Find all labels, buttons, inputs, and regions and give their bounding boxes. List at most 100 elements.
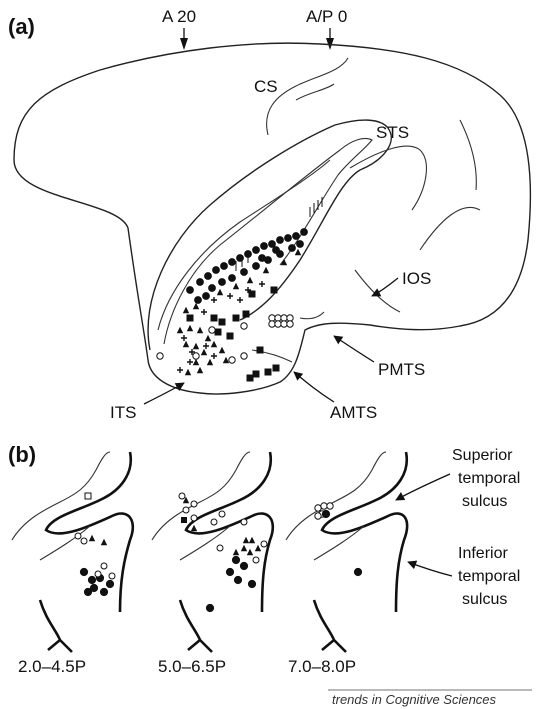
open-circle-marker	[269, 315, 275, 321]
square-marker	[219, 319, 225, 325]
triangle-marker	[219, 347, 225, 353]
label-sts: STS	[376, 123, 409, 142]
triangle-marker	[243, 537, 249, 543]
filled-circle-marker	[240, 562, 247, 569]
triangle-marker	[185, 369, 191, 375]
ios-curve	[355, 270, 400, 312]
triangle-marker	[191, 525, 197, 531]
filled-circle-marker	[197, 279, 204, 286]
filled-circle-marker	[285, 235, 292, 242]
section-1-range: 2.0–4.5P	[18, 657, 86, 676]
callout-superior-line2: temporal	[458, 470, 520, 487]
label-its: ITS	[110, 403, 136, 422]
callout-superior-line1: Superior	[452, 447, 513, 464]
open-circle-marker	[315, 505, 321, 511]
filled-circle-marker	[219, 279, 226, 286]
open-circle-marker	[75, 533, 81, 539]
section-2	[152, 452, 273, 652]
square-marker	[273, 365, 279, 371]
central-sulcus	[267, 58, 348, 135]
triangle-marker	[233, 283, 239, 289]
filled-circle-marker	[229, 275, 236, 282]
coord-label-ap0: A/P 0	[306, 7, 347, 26]
open-circle-marker	[261, 541, 267, 547]
section-2-upper-contour	[152, 452, 250, 540]
filled-circle-marker	[187, 287, 194, 294]
filled-circle-marker	[195, 297, 202, 304]
sts-inner	[164, 138, 372, 344]
square-marker	[247, 375, 253, 381]
open-circle-marker	[315, 513, 321, 519]
open-circle-marker	[321, 503, 327, 509]
filled-circle-marker	[226, 568, 233, 575]
square-marker	[257, 347, 263, 353]
cross-marker	[201, 309, 207, 315]
label-amts: AMTS	[330, 403, 377, 422]
triangle-marker	[263, 267, 269, 273]
open-circle-marker	[191, 501, 197, 507]
filled-circle-marker	[293, 233, 300, 240]
square-marker	[182, 518, 187, 523]
open-circle-marker	[241, 323, 247, 329]
open-circle-marker	[183, 507, 189, 513]
parietal-curve	[350, 146, 426, 210]
filled-circle-marker	[106, 580, 113, 587]
filled-circle-marker	[322, 510, 329, 517]
filled-circle-marker	[273, 247, 280, 254]
filled-circle-marker	[253, 247, 260, 254]
triangle-marker	[255, 545, 261, 551]
arrow-pmts	[334, 336, 374, 362]
cross-marker	[181, 335, 187, 341]
arrow-ios	[372, 278, 398, 296]
filled-circle-marker	[277, 237, 284, 244]
section-3-range: 7.0–8.0P	[288, 657, 356, 676]
filled-circle-marker	[297, 241, 304, 248]
square-marker	[187, 315, 193, 321]
open-circle-marker	[287, 321, 293, 327]
section-3-sts-bank	[322, 452, 407, 612]
triangle-marker	[193, 359, 199, 365]
cross-marker	[177, 367, 183, 373]
cross-marker	[211, 353, 217, 359]
panel-b-label: (b)	[8, 442, 36, 467]
open-circle-marker	[191, 515, 197, 521]
open-circle-marker	[275, 321, 281, 327]
label-cs: CS	[254, 77, 278, 96]
sts-inner-2	[158, 160, 330, 330]
open-circle-marker	[269, 321, 275, 327]
filled-circle-marker	[232, 556, 239, 563]
filled-circle-marker	[100, 588, 107, 595]
open-circle-marker	[101, 563, 107, 569]
triangle-marker	[101, 539, 107, 545]
open-square-marker	[85, 493, 91, 499]
triangle-marker	[223, 357, 229, 363]
section-2-sts-bank	[186, 452, 273, 612]
triangle-marker	[233, 549, 239, 555]
open-circle-marker	[217, 545, 223, 551]
open-circle-marker	[229, 357, 235, 363]
filled-circle-marker	[269, 241, 276, 248]
label-ios: IOS	[402, 269, 431, 288]
open-circle-marker	[211, 519, 217, 525]
arrow-its	[144, 383, 184, 404]
filled-circle-marker	[259, 255, 266, 262]
filled-circle-marker	[213, 267, 220, 274]
filled-circle-marker	[229, 259, 236, 266]
open-circle-marker	[275, 315, 281, 321]
square-marker	[271, 287, 277, 293]
triangle-marker	[241, 545, 247, 551]
section-1-its-bank	[40, 600, 72, 652]
central-sulcus-branch	[296, 84, 334, 100]
arrow-superior	[396, 474, 450, 500]
triangle-marker	[197, 367, 203, 373]
callout-inferior-line2: temporal	[458, 568, 520, 585]
square-marker	[249, 291, 255, 297]
open-circle-marker	[95, 571, 101, 577]
arrow-inferior	[408, 562, 452, 576]
cross-marker	[203, 343, 209, 349]
triangle-marker	[183, 307, 189, 313]
filled-circle-marker	[205, 273, 212, 280]
recording-sites	[157, 197, 322, 381]
cross-marker	[227, 293, 233, 299]
section-3-its-bank	[314, 600, 346, 652]
